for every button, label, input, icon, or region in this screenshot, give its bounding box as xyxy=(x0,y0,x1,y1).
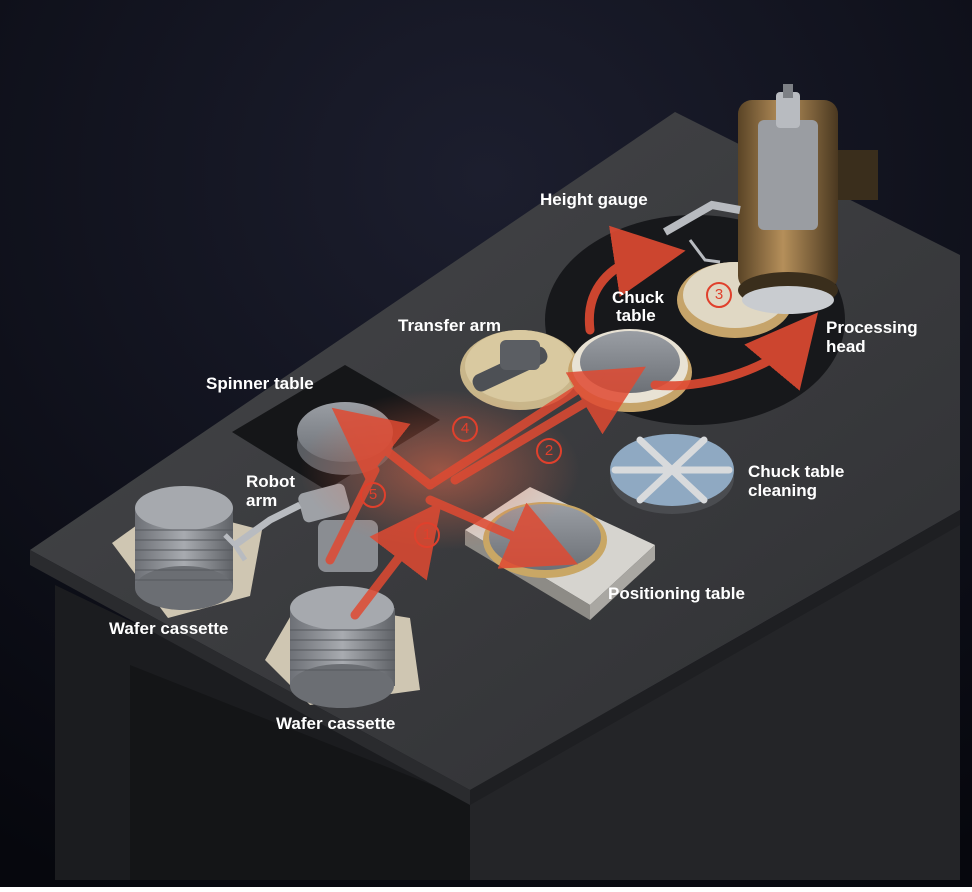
wafer-cassette-left xyxy=(112,486,262,618)
label-chuck-table-1: Chuck xyxy=(612,288,664,307)
chuck-table-cleaning xyxy=(610,434,734,514)
step-4-badge: 4 xyxy=(452,416,478,442)
label-wafer-cassette-left: Wafer cassette xyxy=(109,619,229,638)
label-processing-head-1: Processing xyxy=(826,318,918,337)
label-positioning-table: Positioning table xyxy=(608,584,745,603)
step-1-badge: 1 xyxy=(414,522,440,548)
label-chuck-table-cleaning-1: Chuck table xyxy=(748,462,845,481)
label-transfer-arm: Transfer arm xyxy=(398,316,501,335)
step-2-badge: 2 xyxy=(536,438,562,464)
label-wafer-cassette-bottom: Wafer cassette xyxy=(276,714,396,733)
label-processing-head-2: head xyxy=(826,337,866,356)
label-chuck-table-cleaning-2: cleaning xyxy=(748,481,817,500)
label-robot-arm-2: arm xyxy=(246,491,278,510)
label-spinner-table: Spinner table xyxy=(206,374,314,393)
step-3-badge: 3 xyxy=(706,282,732,308)
wafer-cassette-bottom xyxy=(265,586,420,708)
label-robot-arm-1: Robot xyxy=(246,472,296,491)
transfer-arm xyxy=(460,330,580,410)
label-chuck-table-2: table xyxy=(616,306,656,325)
label-height-gauge: Height gauge xyxy=(540,190,648,209)
transfer-path xyxy=(300,225,819,620)
processing-head xyxy=(738,84,878,314)
height-gauge xyxy=(663,200,741,264)
step-5-badge: 5 xyxy=(360,482,386,508)
